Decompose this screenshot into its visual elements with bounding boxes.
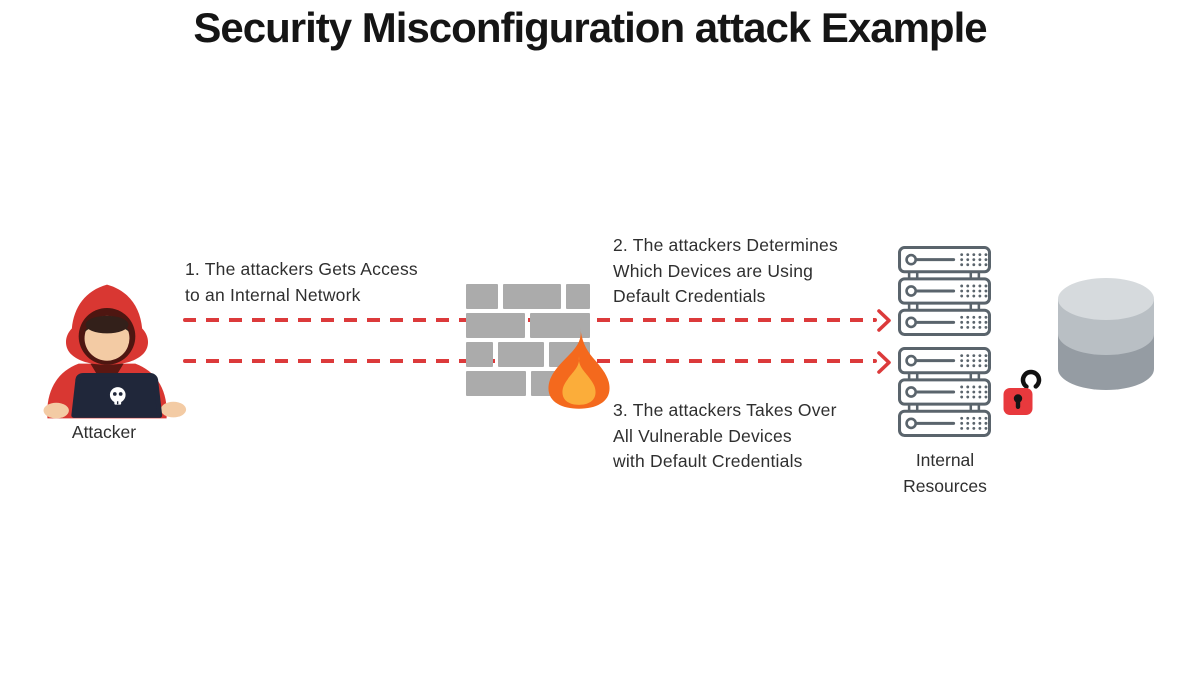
brick-row: [466, 284, 590, 309]
brick: [466, 313, 525, 338]
server-rack-bottom-icon: [898, 347, 991, 437]
brick: [466, 284, 498, 309]
internal-resources-label: Internal Resources: [903, 450, 987, 496]
flame-icon: [548, 327, 610, 409]
step-2-text: 2. The attackers Determines Which Device…: [613, 235, 838, 306]
hacker-with-laptop-icon: [43, 284, 187, 419]
arrowhead-icon: [877, 351, 891, 374]
brick: [498, 342, 544, 367]
brick-row: [466, 313, 590, 338]
attacker-label: Attacker: [71, 422, 137, 442]
brick: [530, 313, 590, 338]
brick: [566, 284, 590, 309]
database-cylinder-icon: [1058, 278, 1154, 390]
brick: [466, 371, 526, 396]
step-3-text: 3. The attackers Takes Over All Vulnerab…: [613, 400, 837, 471]
brick: [466, 342, 493, 367]
brick: [503, 284, 561, 309]
open-padlock-icon: [1003, 369, 1042, 415]
server-rack-top-icon: [898, 246, 991, 336]
step-1-text: 1. The attackers Gets Access to an Inter…: [185, 259, 418, 305]
diagram-title: Security Misconfiguration attack Example: [193, 4, 987, 51]
arrowhead-icon: [877, 309, 891, 332]
